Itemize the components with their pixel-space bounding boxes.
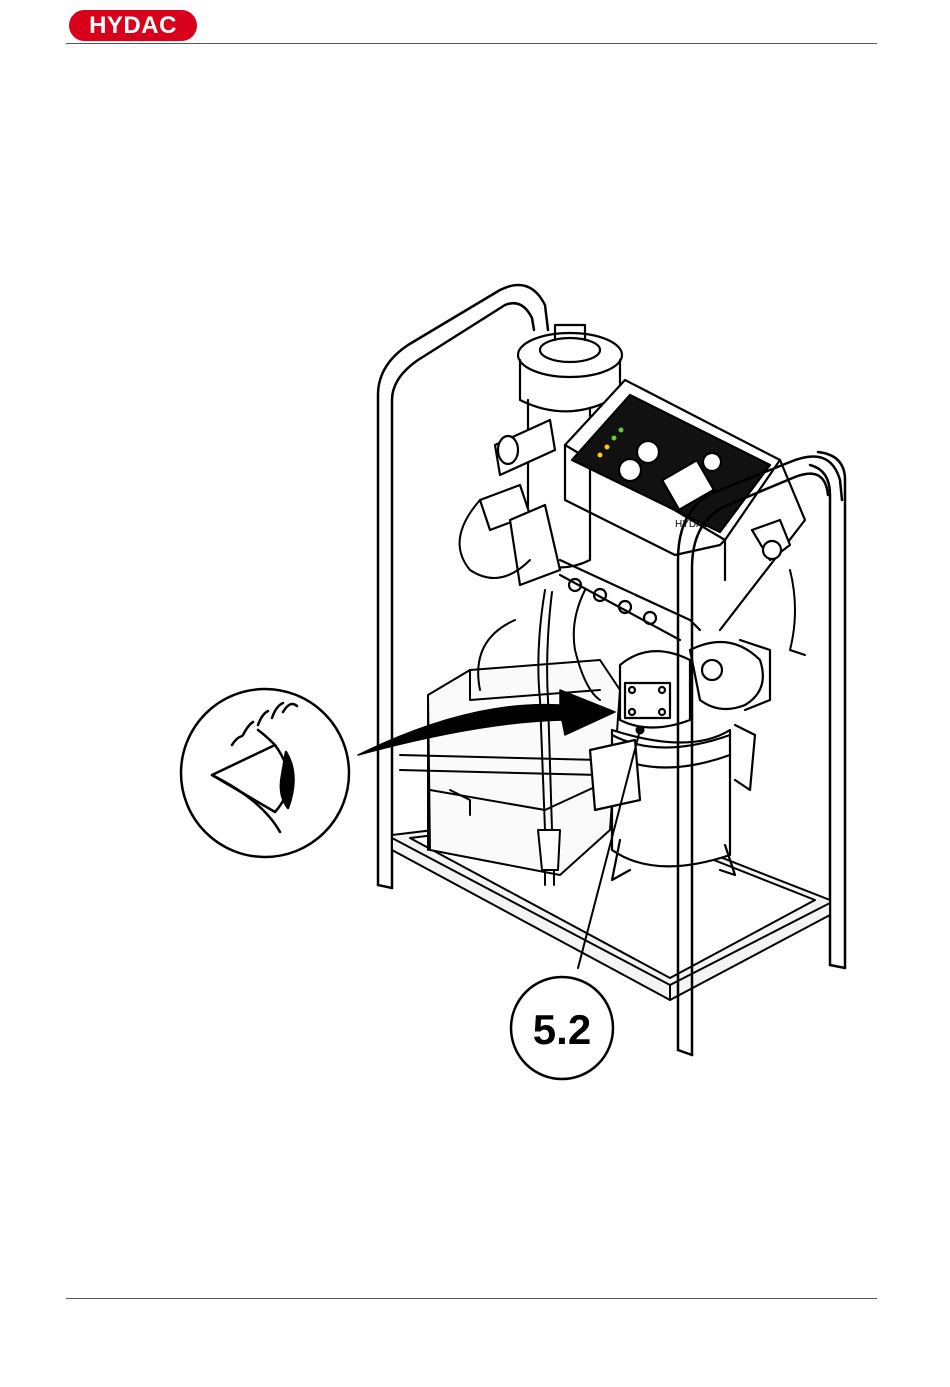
frame-right [810, 452, 845, 968]
footer-rule [66, 1298, 877, 1299]
pump-motor [590, 640, 770, 880]
callout-5-2: 5.2 [511, 977, 613, 1079]
leader-dot [636, 726, 644, 734]
control-box: HYDAC [560, 380, 805, 640]
eye-icon [181, 689, 349, 857]
canister [400, 660, 620, 875]
callout-label: 5.2 [533, 1006, 591, 1053]
